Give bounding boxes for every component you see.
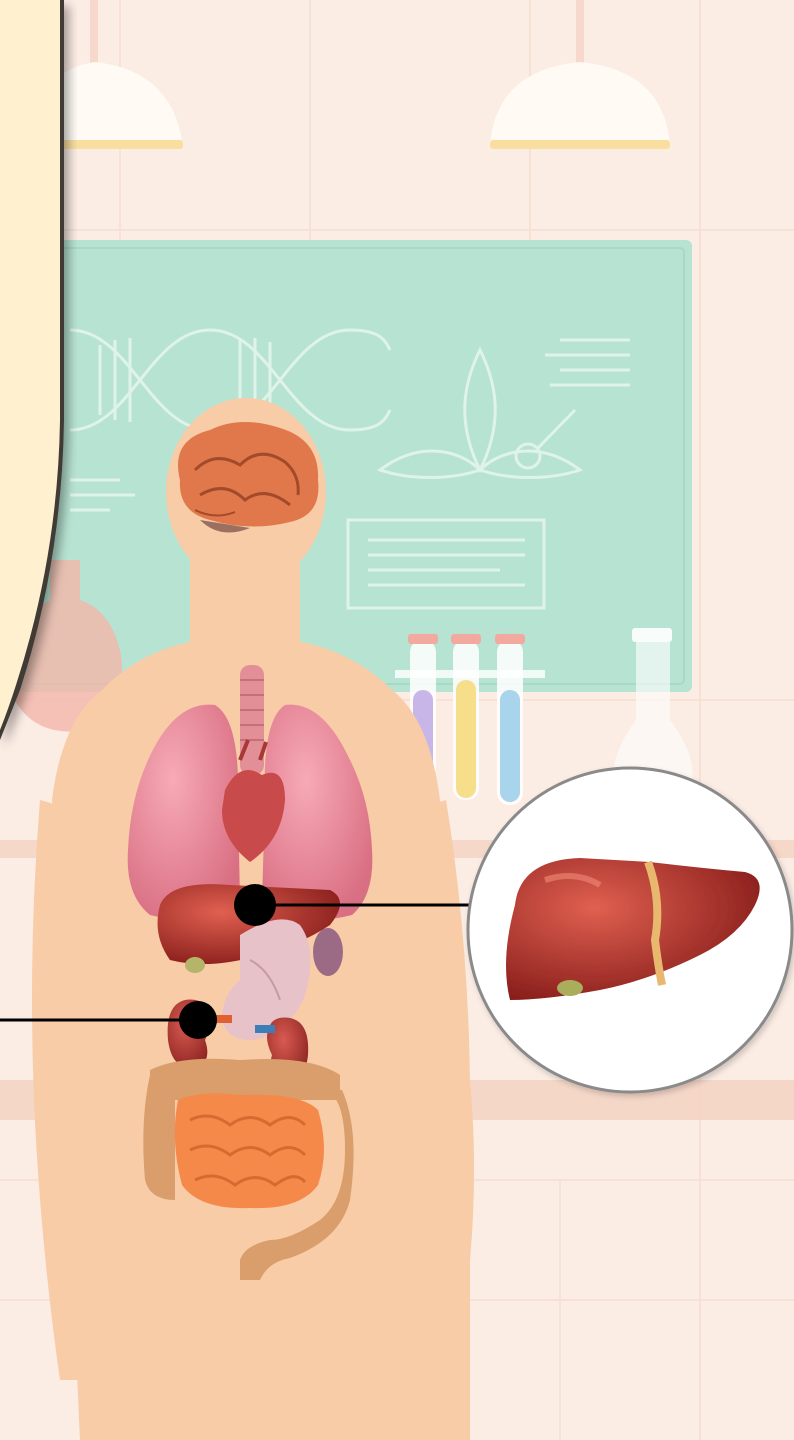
test-tube-blue: [495, 634, 525, 805]
zoom-inset-liver[interactable]: [468, 768, 792, 1092]
organ-brain: [178, 422, 318, 533]
organ-small-intestine: [175, 1093, 324, 1208]
chalkboard: [20, 240, 692, 692]
callout-kidney-dot[interactable]: [179, 1001, 217, 1039]
organ-spleen: [313, 928, 343, 976]
callout-liver-dot[interactable]: [234, 884, 276, 926]
test-tube-yellow: [451, 634, 481, 800]
